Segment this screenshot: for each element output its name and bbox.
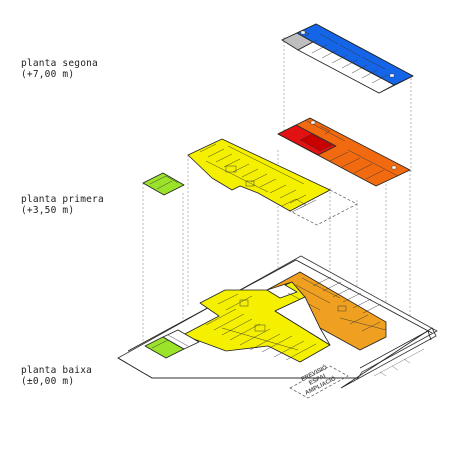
level-label-primera: planta primera (+3,50 m)	[21, 194, 104, 216]
floor-plan-baixa	[117, 255, 438, 399]
orange-zone-baixa	[266, 271, 387, 351]
level-elevation-segona: (+7,00 m)	[21, 69, 74, 80]
level-elevation-primera: (+3,50 m)	[21, 205, 74, 216]
level-label-baixa: planta baixa (±0,00 m)	[21, 365, 92, 387]
floor-plan-primera	[142, 138, 358, 226]
yellow-zone	[187, 138, 331, 212]
lime-zone-primera	[142, 172, 185, 196]
level-name-segona: planta segona	[21, 58, 98, 69]
ampliacio-area	[289, 365, 349, 399]
floor-plan-orange-block	[277, 117, 411, 187]
level-label-segona: planta segona (+7,00 m)	[21, 58, 98, 80]
floor-plan-segona	[281, 23, 414, 94]
level-name-baixa: planta baixa	[21, 365, 92, 376]
level-name-primera: planta primera	[21, 194, 104, 205]
level-elevation-baixa: (±0,00 m)	[21, 376, 74, 387]
